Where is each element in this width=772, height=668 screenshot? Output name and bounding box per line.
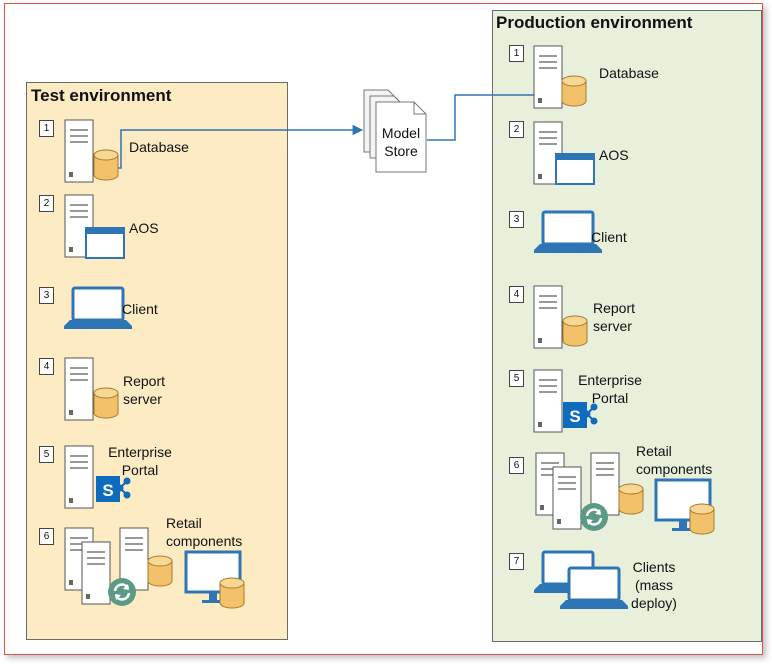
label-line: Report [123,373,166,389]
test-step-number: 2 [39,195,54,212]
prod-step-number: 5 [509,370,524,387]
label-line: Clients [632,559,676,575]
label-line: (mass [634,577,674,593]
prod-step-number: 2 [509,121,524,138]
prod-clients-mass-deploy-label: Clients (mass deploy) [622,558,686,612]
prod-database-label: Database [599,65,659,81]
test-step-number: 4 [39,358,54,375]
test-retail-components-label: Retail components [166,514,242,550]
test-enterprise-portal-label: Enterprise Portal [100,443,180,479]
prod-report-server-label: Report server [593,299,635,335]
label-line: Retail [636,443,672,459]
test-database-label: Database [129,139,189,155]
test-report-server-label: Report server [123,372,165,408]
test-step-number: 3 [39,287,54,304]
test-step-number: 6 [39,528,54,545]
test-aos-label: AOS [129,220,159,236]
prod-clients-mass-deploy-icon [532,550,630,611]
test-client-label: Client [122,301,158,317]
label-line: Report [593,300,636,316]
model-store-icon [363,89,427,173]
test-environment-title: Test environment [31,86,172,105]
prod-step-number: 3 [509,211,524,228]
label-line: server [123,391,162,407]
prod-report-server-icon [533,285,588,349]
prod-step-number: 4 [509,286,524,303]
prod-aos-label: AOS [599,147,629,163]
label-line: Retail [166,515,202,531]
prod-aos-server-icon [533,121,595,185]
prod-step-number: 7 [509,553,524,570]
model-store-line2: Store [384,143,418,159]
production-environment-title: Production environment [496,13,693,32]
test-step-number: 1 [39,120,54,137]
label-line: server [593,318,632,334]
test-database-server-icon [64,119,119,183]
label-line: deploy) [631,595,677,611]
label-line: Portal [591,390,629,406]
test-aos-server-icon [64,194,125,259]
label-line: Enterprise [108,444,172,460]
prod-retail-components-label: Retail components [636,442,712,478]
label-line: Enterprise [578,372,642,388]
prod-enterprise-portal-label: Enterprise Portal [570,371,650,407]
prod-database-server-icon [533,45,587,109]
test-report-server-icon [64,357,119,421]
prod-step-number: 6 [509,457,524,474]
import-arrow [427,89,560,141]
label-line: components [636,461,713,477]
prod-client-label: Client [591,229,627,245]
prod-step-number: 1 [509,45,524,62]
model-store-label: Model Store [376,124,426,160]
label-line: components [166,533,243,549]
export-arrow [118,124,364,169]
test-step-number: 5 [39,446,54,463]
label-line: Portal [121,462,159,478]
model-store-line1: Model [381,125,421,141]
